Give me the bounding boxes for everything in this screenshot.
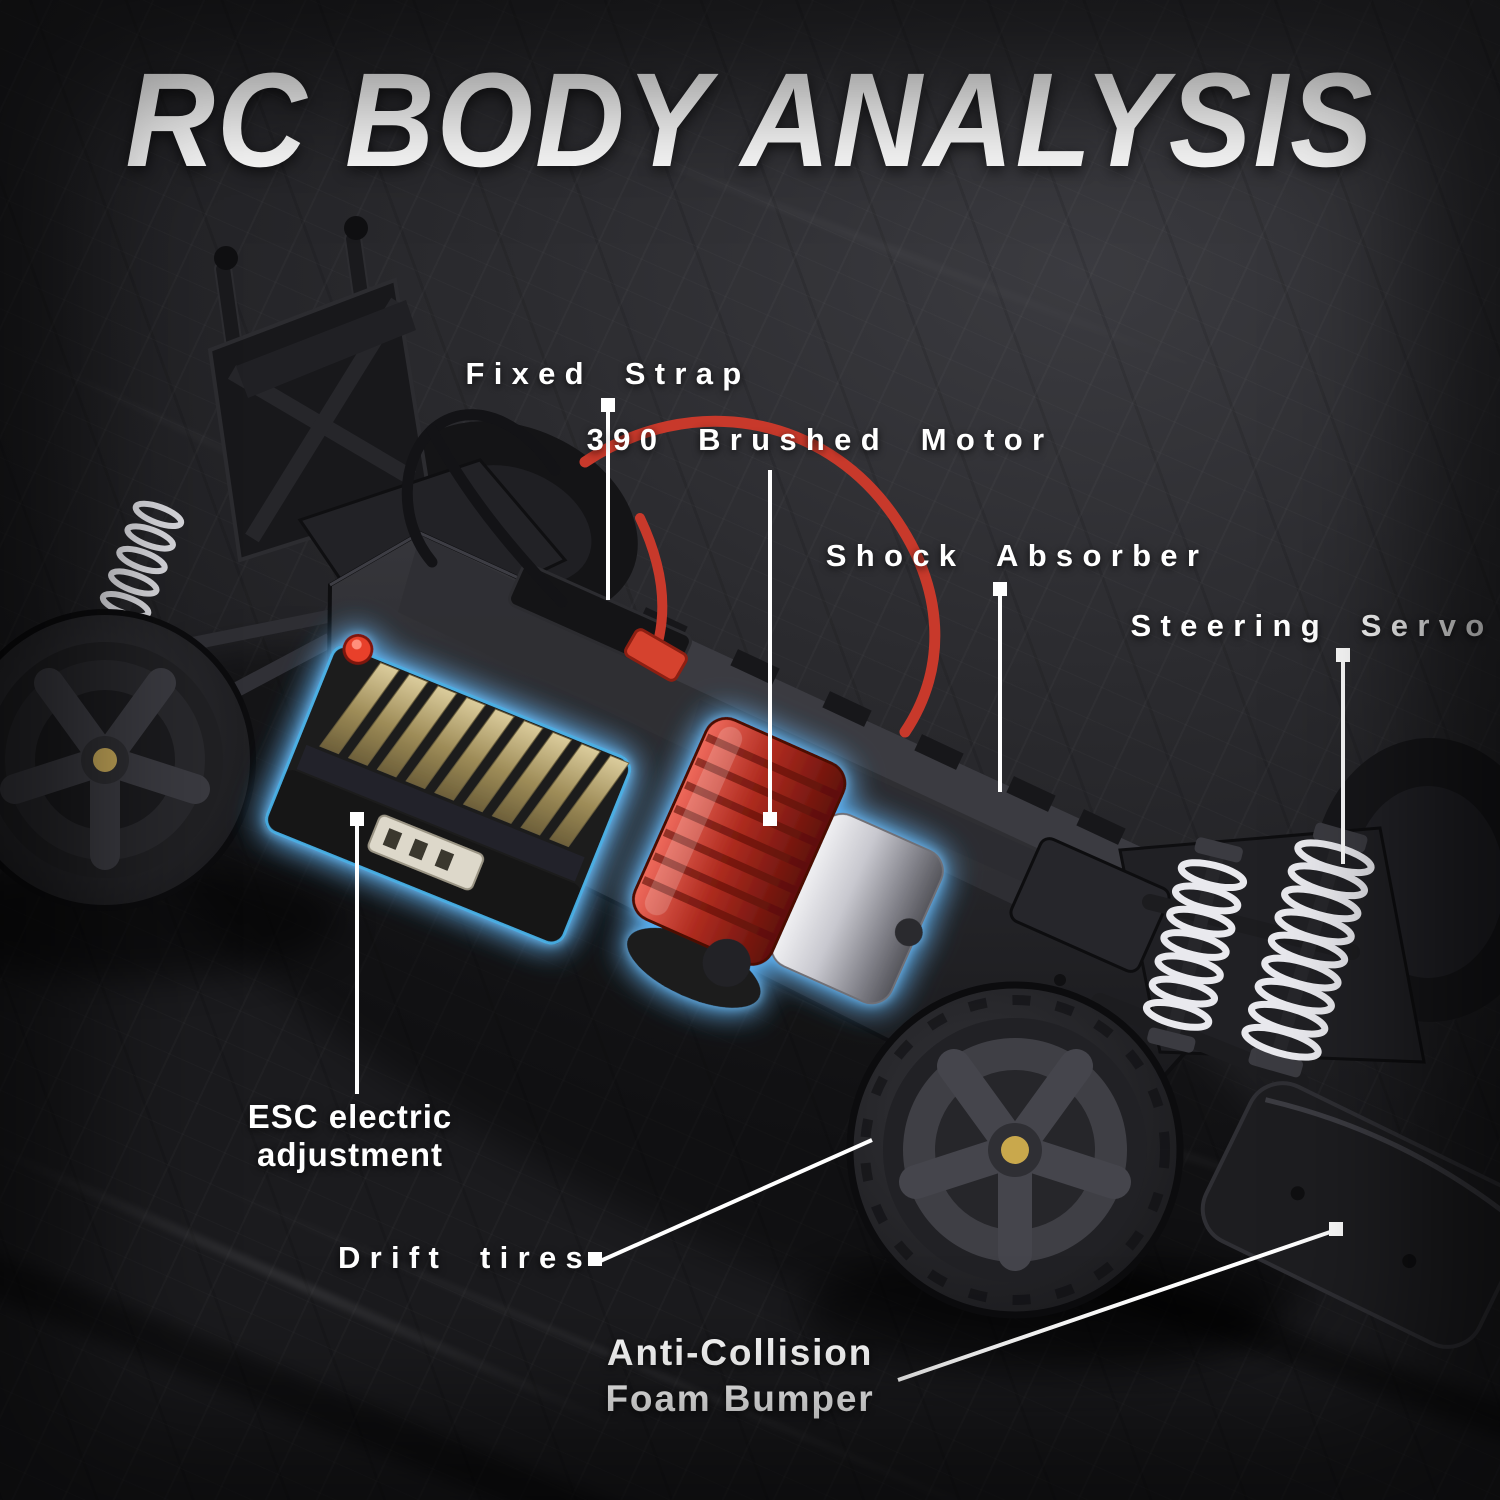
wire-connector-plug <box>624 628 688 682</box>
drift-tire-tread <box>860 995 1170 1305</box>
foam-bumper-leader-line <box>897 1228 1337 1382</box>
brushed-motor-marker <box>763 812 777 826</box>
wiring <box>401 409 941 738</box>
esc-marker <box>350 812 364 826</box>
label-fixed-strap: Fixed Strap <box>408 356 808 392</box>
drift-tires-marker <box>588 1252 602 1266</box>
front-left-wheel <box>0 609 256 911</box>
label-text: Steering Servo <box>1130 608 1494 643</box>
esc-heatsink <box>319 662 630 848</box>
label-text-line1: ESC electric <box>247 1098 453 1135</box>
front-shock-spring-right <box>1241 822 1375 1078</box>
wheel-nut <box>1001 1136 1029 1164</box>
label-text: 390 Brushed Motor <box>586 422 1054 457</box>
brushed-motor <box>626 716 944 1008</box>
esc-module <box>265 633 632 945</box>
label-esc-electric-adjustment: ESC electric adjustment <box>150 1098 550 1174</box>
label-text-line1: Anti-Collision <box>606 1332 874 1373</box>
label-text-line2: Foam Bumper <box>605 1378 875 1420</box>
label-drift-tires: Drift tires <box>265 1240 665 1276</box>
label-text: Drift tires <box>337 1240 593 1275</box>
front-shock-spring-left <box>1142 837 1248 1053</box>
label-text: Shock Absorber <box>825 538 1209 573</box>
rear-body-mount-frame <box>207 216 433 563</box>
label-text-line2: adjustment <box>257 1135 443 1173</box>
red-power-wire <box>579 415 941 738</box>
drift-tires-leader-line <box>597 1138 873 1264</box>
rear-right-wheel <box>846 981 1184 1319</box>
label-text: Fixed Strap <box>465 356 751 391</box>
label-steering-servo: Steering Servo <box>1062 608 1500 644</box>
fixed-strap-marker <box>601 398 615 412</box>
label-brushed-motor: 390 Brushed Motor <box>520 422 1120 458</box>
motor-pinion-gear <box>702 938 751 987</box>
steering-servo-box <box>1009 837 1171 973</box>
rear-left-shock-spring <box>99 499 185 625</box>
steering-servo-marker <box>1336 648 1350 662</box>
label-shock-absorber: Shock Absorber <box>767 538 1267 574</box>
anti-collision-foam-bumper <box>1200 1081 1500 1349</box>
label-anti-collision-foam-bumper: Anti-Collision Foam Bumper <box>490 1330 990 1423</box>
shock-absorber-marker <box>993 582 1007 596</box>
wheel-nut <box>93 748 117 772</box>
page-title: RC BODY ANALYSIS <box>125 46 1375 196</box>
foam-bumper-marker <box>1329 1222 1343 1236</box>
